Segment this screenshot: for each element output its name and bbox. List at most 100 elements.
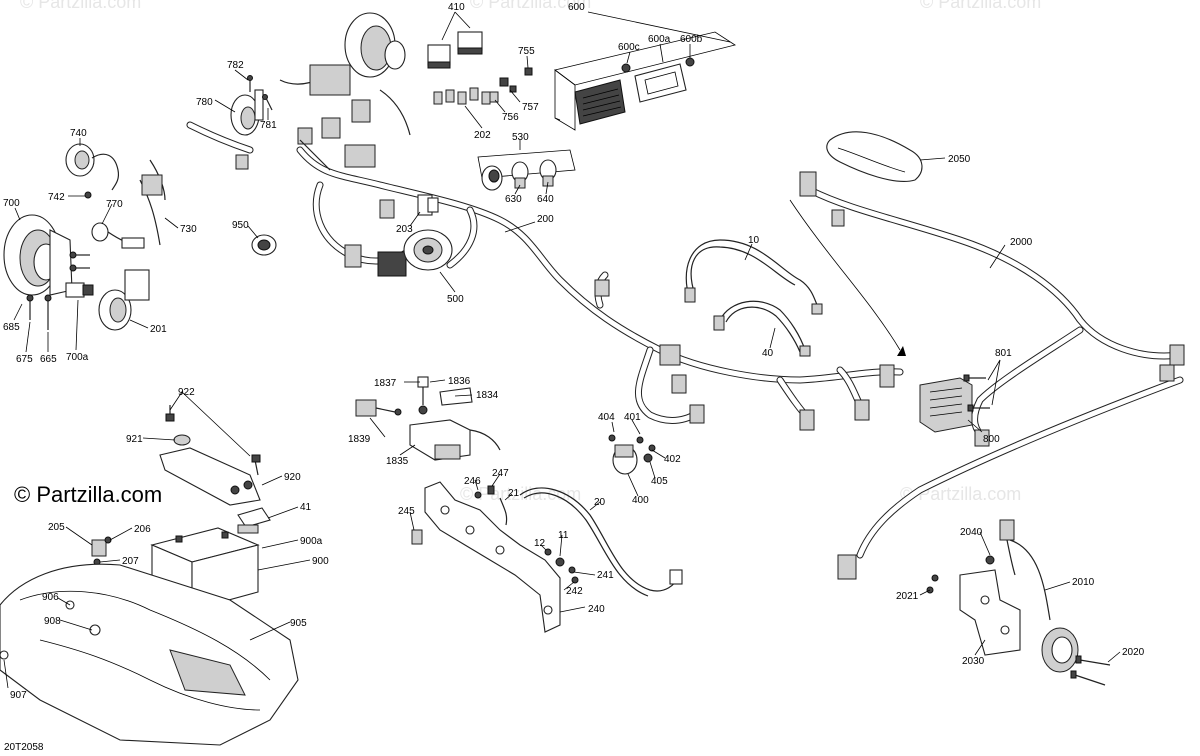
callout-801: 801: [995, 348, 1012, 359]
part-assembly-1835: [409, 419, 501, 461]
callout-742: 742: [48, 192, 65, 203]
part-907: [0, 650, 9, 660]
callout-780: 780: [196, 97, 213, 108]
watermark-right: © Partzilla.com: [900, 484, 1021, 504]
callout-207: 207: [122, 556, 139, 567]
callout-770: 770: [106, 199, 123, 210]
callout-41: 41: [300, 502, 312, 513]
callout-730: 730: [180, 224, 197, 235]
part-bracket-780: [230, 89, 264, 136]
part-switches-530: [477, 149, 576, 191]
part-11-12-241-242: [544, 548, 579, 584]
harness-connector: [659, 344, 681, 366]
callout-21: 21: [508, 488, 520, 499]
callout-950: 950: [232, 220, 249, 231]
callout-11: 11: [558, 530, 569, 541]
callout-905: 905: [290, 618, 307, 629]
part-cable-20: [519, 487, 683, 597]
callout-246: 246: [464, 476, 481, 487]
callout-1837: 1837: [374, 378, 397, 389]
part-connector-203: [417, 194, 439, 216]
callout-202: 202: [474, 130, 491, 141]
drawing-code: 20T2058: [4, 742, 44, 753]
callout-600a: 600a: [648, 34, 671, 45]
callout-600: 600: [568, 2, 585, 13]
rear-harness-2000: [789, 171, 1185, 580]
part-1837-1836-1834: [417, 376, 473, 415]
callout-2000: 2000: [1010, 237, 1033, 248]
part-connector-cluster: [297, 89, 411, 171]
callout-405: 405: [651, 476, 668, 487]
part-bulb-700a: [65, 282, 94, 298]
callout-700a: 700a: [66, 352, 89, 363]
callout-630: 630: [505, 194, 522, 205]
part-headlight-700: [3, 214, 73, 296]
part-bracket-240: [424, 481, 561, 633]
part-module-800: [919, 377, 973, 433]
part-horn-2010: [1009, 539, 1079, 673]
harness-connector: [854, 399, 870, 421]
part-socket-770: [91, 222, 145, 249]
callout-40: 40: [762, 348, 774, 359]
harness-connector: [594, 279, 610, 297]
arrow-head-icon: [897, 346, 906, 356]
part-screws-801: [963, 374, 990, 412]
callout-240: 240: [588, 604, 605, 615]
callout-921: 921: [126, 434, 143, 445]
callout-1836: 1836: [448, 376, 471, 387]
part-bracket-920: [159, 447, 261, 506]
part-harness-730: [139, 159, 166, 246]
callout-2020: 2020: [1122, 647, 1145, 658]
harness-connector: [235, 154, 249, 170]
callout-206: 206: [134, 524, 151, 535]
harness-connector: [344, 244, 362, 268]
callout-247: 247: [492, 468, 509, 479]
callout-1835: 1835: [386, 456, 409, 467]
harness-connector: [1159, 364, 1175, 382]
part-switch-500: [403, 229, 453, 271]
callout-2040: 2040: [960, 527, 983, 538]
watermark-top-left: © Partzilla.com: [20, 0, 141, 12]
part-relays-410: [427, 31, 483, 69]
callout-401: 401: [624, 412, 641, 423]
brand-watermark: © Partzilla.com: [14, 482, 162, 507]
part-1839: [355, 399, 402, 417]
part-screws-665-675-685: [26, 251, 90, 330]
harness-connector: [671, 374, 687, 394]
harness-connector: [379, 199, 395, 219]
part-socket-740: [65, 143, 120, 191]
callout-908: 908: [44, 616, 61, 627]
part-fuses-202: [433, 87, 491, 105]
callout-600b: 600b: [680, 34, 703, 45]
leader-lines: [3, 11, 1121, 689]
harness-connector: [879, 364, 895, 388]
part-245: [411, 529, 423, 545]
callout-920: 920: [284, 472, 301, 483]
part-bulb-201: [98, 269, 150, 331]
callout-600c: 600c: [618, 42, 640, 53]
part-screw-782: [247, 75, 253, 92]
callout-755: 755: [518, 46, 535, 57]
harness-connector: [974, 429, 990, 447]
part-sensor-400: [608, 434, 656, 475]
callout-906: 906: [42, 592, 59, 603]
callout-410: 410: [448, 2, 465, 13]
callout-201: 201: [150, 324, 167, 335]
part-connector-2040: [999, 519, 1016, 576]
harness-connector: [689, 404, 705, 424]
part-headlight-right: [279, 12, 406, 96]
part-nut-742: [84, 191, 92, 199]
harness-connector: [799, 409, 815, 431]
callout-1834: 1834: [476, 390, 499, 401]
callout-242: 242: [566, 586, 583, 597]
callout-922: 922: [178, 387, 195, 398]
harness-connector: [1169, 344, 1185, 366]
callout-20: 20: [594, 497, 606, 508]
harness-connector: [799, 171, 817, 197]
part-harness-40: [713, 300, 811, 357]
callout-labels: 410 600 600c 600a 600b 755 757 756 202 7…: [3, 2, 1145, 701]
part-205-206-207: [91, 536, 112, 566]
part-socket-950: [251, 234, 277, 256]
callout-2010: 2010: [1072, 577, 1095, 588]
part-tray-905: [0, 563, 299, 746]
